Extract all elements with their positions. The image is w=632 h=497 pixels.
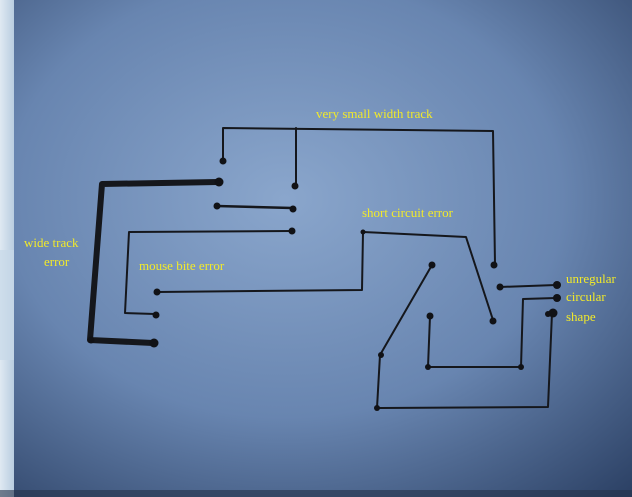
pad — [518, 364, 524, 370]
left-edge-strip — [0, 0, 14, 497]
label-very-small-width-track: very small width track — [316, 106, 433, 121]
pad — [153, 288, 161, 296]
pad — [219, 157, 227, 165]
pad — [426, 312, 434, 320]
label-short-circuit: short circuit error — [362, 205, 454, 220]
pad — [548, 308, 558, 318]
label-unregular-3: shape — [566, 309, 596, 324]
mouse-bite-track — [124, 230, 292, 315]
pad — [378, 352, 384, 358]
pads — [87, 157, 561, 411]
pad — [428, 261, 436, 269]
bottom-shadow — [0, 490, 632, 497]
left-edge-highlight — [0, 250, 14, 360]
pad — [213, 202, 221, 210]
label-wide-track-2: error — [44, 254, 70, 269]
pad — [87, 336, 95, 344]
pad — [291, 182, 299, 190]
pad — [152, 311, 160, 319]
pad — [553, 281, 561, 289]
thin-track-top — [222, 127, 496, 265]
pad — [374, 405, 380, 411]
pad — [214, 177, 224, 187]
pad — [288, 227, 296, 235]
label-wide-track-1: wide track — [24, 235, 79, 250]
wide-track — [87, 179, 221, 346]
pad — [360, 229, 366, 235]
right-track — [499, 284, 557, 288]
pad — [425, 364, 431, 370]
short-track — [215, 204, 294, 210]
pad — [496, 283, 504, 291]
pad — [149, 338, 159, 348]
label-mouse-bite: mouse bite error — [139, 258, 225, 273]
pad — [545, 311, 551, 317]
pad — [289, 205, 297, 213]
label-unregular-2: circular — [566, 289, 606, 304]
pad — [489, 317, 497, 325]
pad — [553, 294, 561, 302]
pad — [490, 261, 498, 269]
label-unregular-1: unregular — [566, 271, 616, 286]
